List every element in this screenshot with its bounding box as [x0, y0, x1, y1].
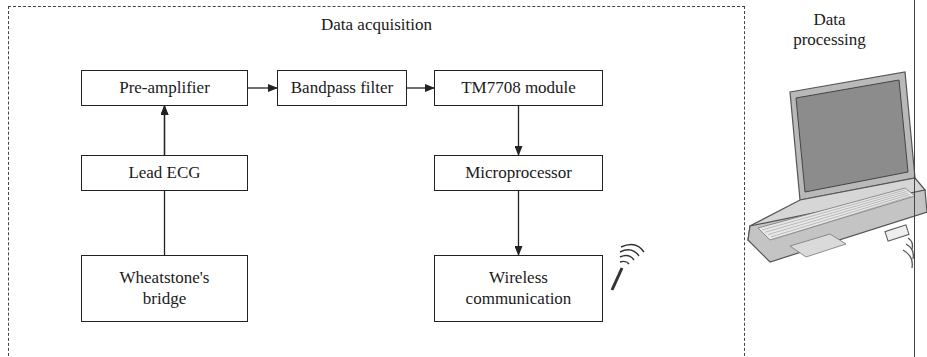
flow-arrow: [518, 191, 519, 255]
process-box: Wireless communication: [434, 255, 603, 322]
process-box: Bandpass filter: [277, 70, 407, 106]
process-box: Microprocessor: [434, 155, 603, 191]
flow-arrow: [518, 106, 519, 155]
box-label: Wireless communication: [456, 268, 581, 309]
box-label: TM7708 module: [461, 78, 576, 98]
flow-arrow: [248, 87, 277, 88]
box-label: Microprocessor: [465, 163, 572, 183]
antenna-icon: [612, 244, 644, 290]
group-region: Data acquisitionPre-amplifier Bandpass fi…: [8, 6, 745, 357]
box-label: Bandpass filter: [291, 78, 393, 98]
box-label: Wheatstone's bridge: [109, 268, 221, 309]
flow-arrow: [407, 87, 434, 88]
process-box: Pre-amplifier: [81, 70, 248, 106]
laptop-illustration: [748, 72, 927, 268]
box-label: Lead ECG: [128, 163, 200, 183]
process-box: TM7708 module: [434, 70, 603, 106]
group-region: Data processing: [745, 0, 915, 357]
region-title: Data acquisition: [9, 15, 744, 35]
process-box: Wheatstone's bridge: [81, 255, 248, 322]
region-title: Data processing: [775, 10, 884, 51]
process-box: Lead ECG: [81, 155, 248, 191]
box-label: Pre-amplifier: [119, 78, 210, 98]
